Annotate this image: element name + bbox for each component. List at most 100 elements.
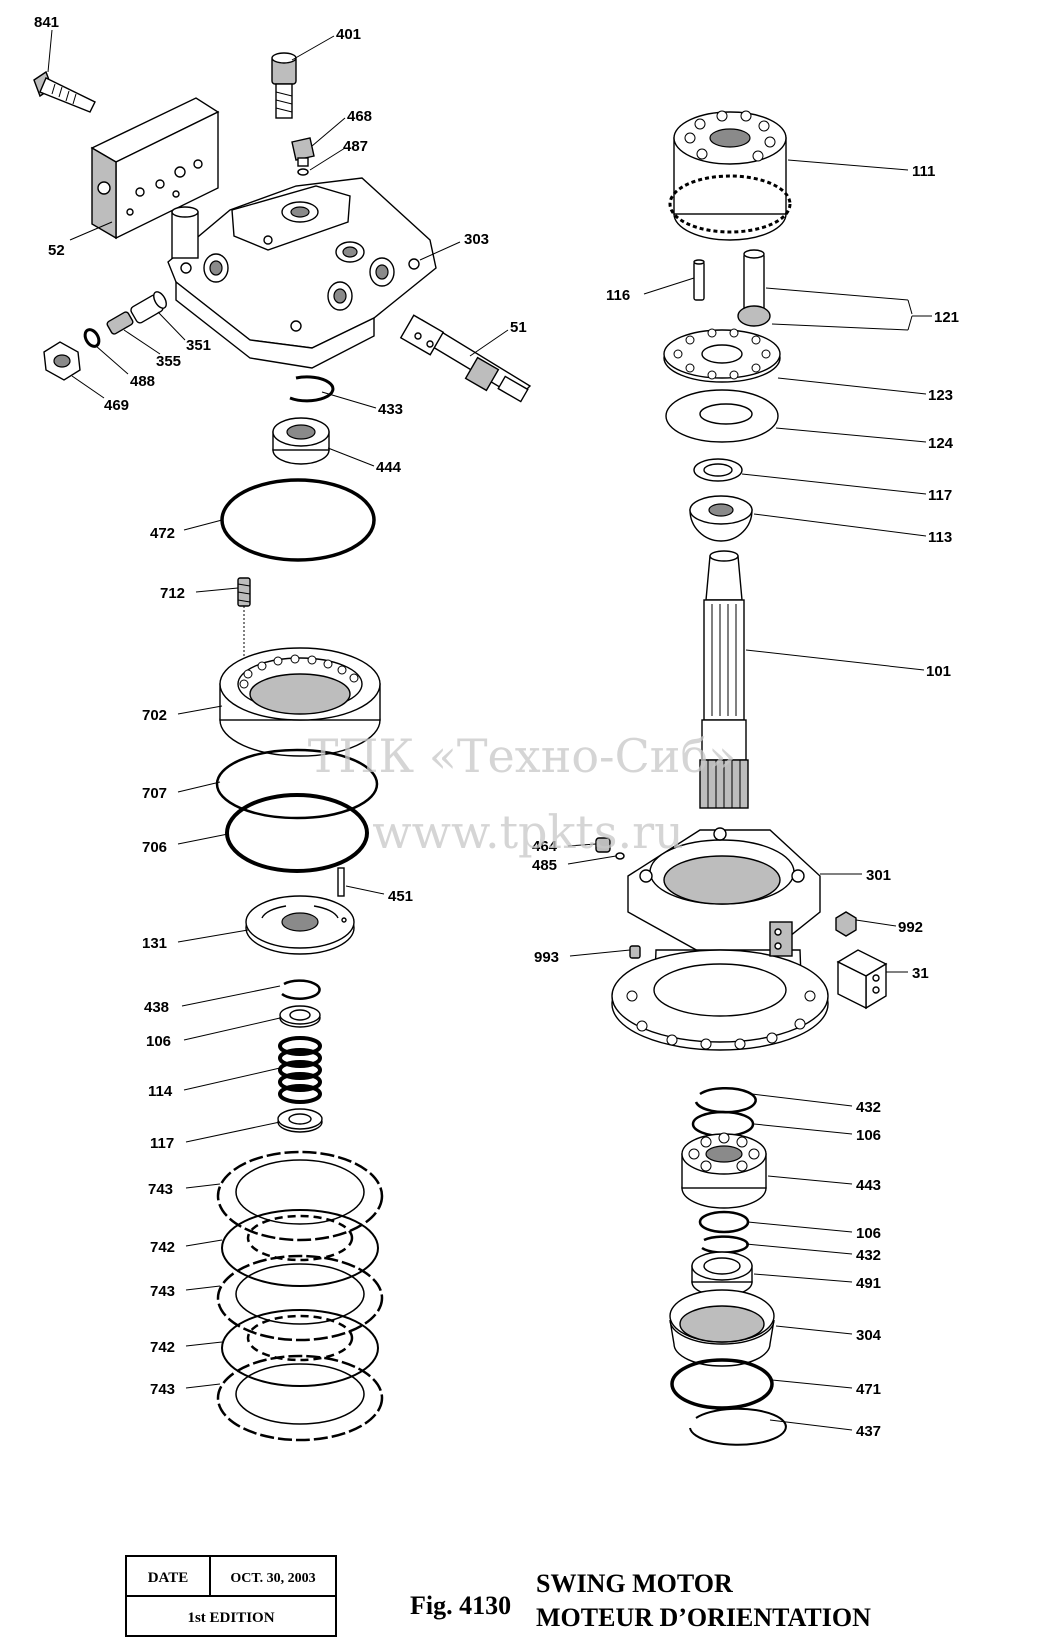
bolt-841	[33, 70, 96, 113]
callout-841: 841	[34, 14, 59, 31]
callout-106-right-upper: 106	[856, 1127, 881, 1144]
callout-106-right-lower: 106	[856, 1225, 881, 1242]
pistons-121	[737, 249, 771, 327]
bearing-housing-304	[669, 1289, 775, 1367]
callout-993: 993	[534, 949, 559, 966]
callout-468: 468	[347, 108, 372, 125]
spacer-106-upper	[279, 1005, 321, 1028]
callout-451: 451	[388, 888, 413, 905]
date-label: DATE	[148, 1570, 189, 1586]
friction-plate-743-b	[216, 1254, 384, 1342]
callout-702: 702	[142, 707, 167, 724]
callout-485: 485	[532, 857, 557, 874]
o-ring-471	[670, 1358, 774, 1410]
plug-992	[835, 911, 857, 937]
friction-plate-743-a	[216, 1150, 384, 1242]
callout-116: 116	[606, 287, 630, 304]
callout-113: 113	[928, 529, 952, 546]
o-ring-488	[83, 328, 101, 348]
callout-117-left: 117	[150, 1135, 174, 1152]
callout-707: 707	[142, 785, 167, 802]
snap-ring-432-upper	[694, 1086, 757, 1114]
callout-743-b: 743	[150, 1283, 175, 1300]
o-ring-707	[215, 748, 379, 820]
callout-706: 706	[142, 839, 167, 856]
spacer-106-right-lower	[698, 1210, 750, 1234]
edition-label: 1st EDITION	[187, 1610, 274, 1626]
callout-52: 52	[48, 242, 65, 259]
motor-casing-301	[611, 827, 829, 1051]
date-value: OCT. 30, 2003	[230, 1571, 315, 1586]
callout-355: 355	[156, 353, 181, 370]
cap-screw-401	[271, 52, 297, 119]
valve-plate-131	[245, 895, 355, 955]
bearing-444	[272, 417, 330, 465]
callout-432-lower: 432	[856, 1247, 881, 1264]
friction-plate-743-c	[216, 1354, 384, 1442]
callout-712: 712	[160, 585, 185, 602]
callout-438: 438	[144, 999, 169, 1016]
callout-117-right: 117	[928, 487, 952, 504]
spring-355	[106, 311, 134, 335]
pins-116	[693, 259, 705, 301]
callout-742-a: 742	[150, 1239, 175, 1256]
snap-ring-437	[689, 1407, 787, 1446]
callout-437: 437	[856, 1423, 881, 1440]
callout-304: 304	[856, 1327, 882, 1344]
callout-51: 51	[510, 319, 527, 336]
brake-piston-702	[219, 647, 381, 757]
watermark-company: ТПК «Техно-Сиб»	[308, 729, 737, 783]
callout-444: 444	[376, 459, 402, 476]
callout-101: 101	[926, 663, 951, 680]
o-ring-487	[297, 168, 309, 176]
callout-351: 351	[186, 337, 211, 354]
plug-469	[43, 341, 81, 381]
figure-number: Fig. 4130	[410, 1591, 511, 1620]
figure-title-en: SWING MOTOR	[536, 1569, 733, 1598]
callout-114: 114	[148, 1083, 173, 1100]
leader-lines	[47, 29, 932, 1431]
valve-block-52	[90, 97, 220, 240]
o-ring-706	[225, 793, 369, 873]
callout-131: 131	[142, 935, 167, 952]
shoe-plate-124	[665, 389, 779, 443]
roller-bearing-443	[681, 1132, 767, 1209]
cylinder-block-111	[668, 110, 792, 241]
retainer-plate-123	[663, 328, 781, 383]
spool-valve-51	[399, 314, 532, 403]
callout-487: 487	[343, 138, 368, 155]
figure-title-fr: MOTEUR D’ORIENTATION	[536, 1603, 871, 1632]
valve-block-31	[836, 949, 888, 1010]
callout-432-upper: 432	[856, 1099, 881, 1116]
callout-443: 443	[856, 1177, 881, 1194]
callout-743-c: 743	[150, 1381, 175, 1398]
o-ring-472	[220, 478, 376, 562]
callout-303: 303	[464, 231, 489, 248]
title-block: DATE OCT. 30, 2003 1st EDITION	[125, 1555, 337, 1637]
callout-111: 111	[912, 163, 935, 180]
callout-31: 31	[912, 965, 929, 982]
callout-742-b: 742	[150, 1339, 175, 1356]
spacer-117-lower	[277, 1108, 323, 1133]
drive-shaft-101	[699, 550, 749, 809]
callout-433: 433	[378, 401, 403, 418]
valve-cover-303	[167, 177, 437, 369]
callout-472: 472	[150, 525, 175, 542]
watermark-url: www.tpkts.ru	[372, 805, 683, 859]
spacer-106-right-upper	[691, 1110, 755, 1138]
callout-401: 401	[336, 26, 361, 43]
callout-121: 121	[934, 309, 959, 326]
spherical-bushing-113	[689, 495, 753, 542]
plug-993	[629, 945, 641, 959]
plug-468	[291, 137, 315, 167]
callout-471: 471	[856, 1381, 881, 1398]
plug-464	[595, 837, 611, 853]
callout-123: 123	[928, 387, 953, 404]
callout-124: 124	[928, 435, 954, 452]
callout-491: 491	[856, 1275, 881, 1292]
separator-plate-742-a	[221, 1209, 379, 1287]
callout-469: 469	[104, 397, 129, 414]
pin-451	[337, 867, 345, 897]
callout-301: 301	[866, 867, 891, 884]
